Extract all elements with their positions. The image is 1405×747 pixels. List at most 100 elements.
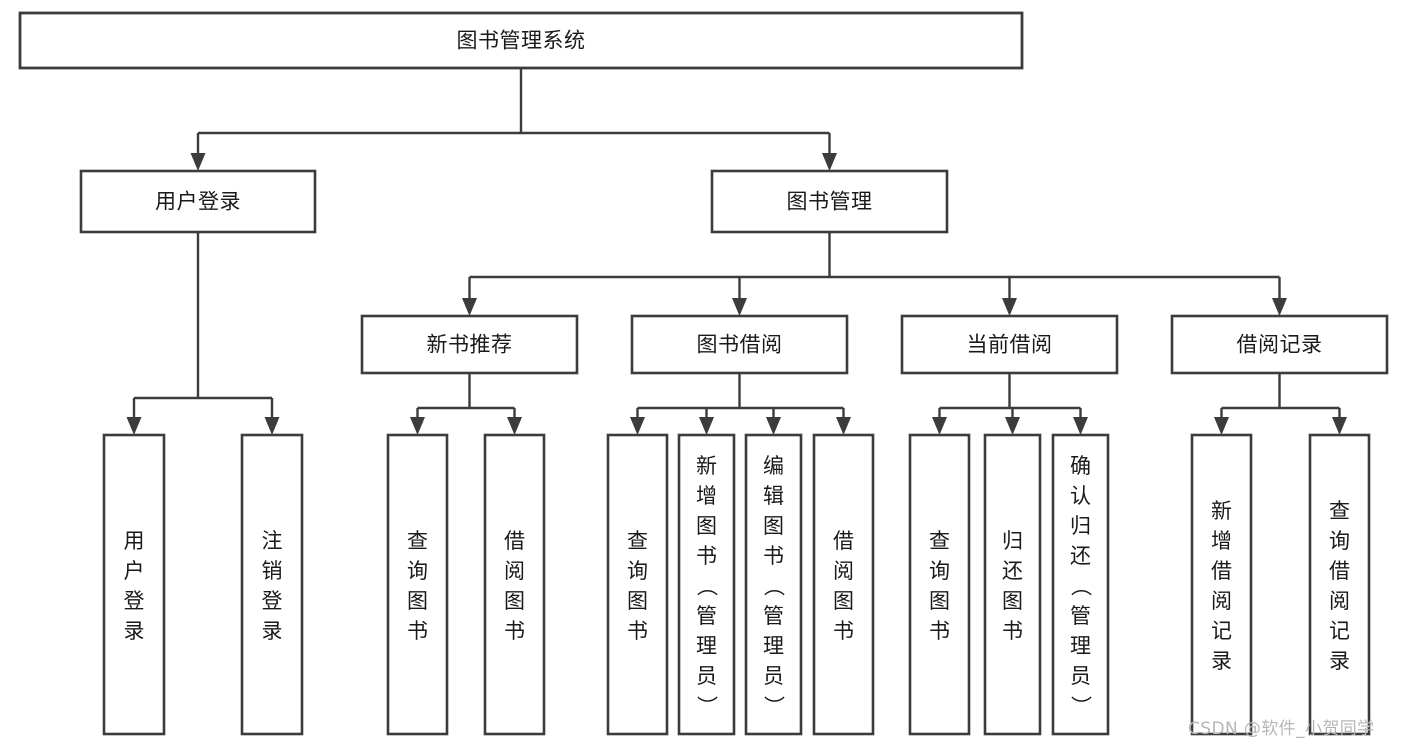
node-box-records[interactable] xyxy=(1170,314,1389,375)
svg-text:图: 图 xyxy=(1002,589,1023,613)
node-box-current[interactable] xyxy=(900,314,1119,375)
node-label-leaf-user-login: 用户登录 xyxy=(124,529,145,643)
node-label-borrow: 图书借阅 xyxy=(697,333,783,357)
node-label-newbook: 新书推荐 xyxy=(427,333,513,357)
node-box-newbook[interactable] xyxy=(360,314,579,375)
svg-text:书: 书 xyxy=(504,619,525,643)
svg-text:记: 记 xyxy=(1211,619,1232,643)
node-box-leaf-rec-query[interactable] xyxy=(1308,433,1371,736)
arrow-head-icon xyxy=(732,298,747,316)
svg-text:（: （ xyxy=(762,575,786,596)
svg-text:理: 理 xyxy=(696,634,717,658)
svg-text:认: 认 xyxy=(1070,484,1091,508)
node-box-leaf-cur-return[interactable] xyxy=(983,433,1042,736)
node-box-leaf-bw-add[interactable] xyxy=(677,433,736,736)
arrow-head-icon xyxy=(1272,298,1287,316)
svg-text:）: ） xyxy=(762,695,786,716)
svg-text:阅: 阅 xyxy=(833,559,854,583)
svg-text:户: 户 xyxy=(124,559,145,583)
svg-text:管: 管 xyxy=(1070,604,1091,628)
node-box-leaf-bw-lend[interactable] xyxy=(812,433,875,736)
arrow-head-icon xyxy=(822,153,837,171)
svg-text:员: 员 xyxy=(696,664,717,688)
arrow-head-icon xyxy=(190,153,206,171)
svg-text:阅: 阅 xyxy=(504,559,525,583)
svg-text:录: 录 xyxy=(1211,649,1232,673)
node-box-leaf-user-login[interactable] xyxy=(102,433,166,736)
arrow-head-icon xyxy=(1002,298,1017,316)
node-box-leaf-bw-query[interactable] xyxy=(606,433,669,736)
svg-text:管: 管 xyxy=(696,604,717,628)
svg-text:还: 还 xyxy=(1002,559,1023,583)
node-box-leaf-rec-add[interactable] xyxy=(1190,433,1253,736)
svg-text:阅: 阅 xyxy=(1329,589,1350,613)
svg-text:记: 记 xyxy=(1329,619,1350,643)
svg-text:阅: 阅 xyxy=(1211,589,1232,613)
node-root[interactable]: 图书管理系统 xyxy=(18,11,1024,70)
svg-text:书: 书 xyxy=(696,544,717,568)
node-box-borrow[interactable] xyxy=(630,314,849,375)
node-newbook[interactable]: 新书推荐 xyxy=(360,314,579,375)
svg-text:编: 编 xyxy=(763,454,784,478)
edge-group-records xyxy=(1214,373,1347,435)
node-label-records: 借阅记录 xyxy=(1237,333,1323,357)
node-box-leaf-bw-edit[interactable] xyxy=(744,433,803,736)
node-borrow[interactable]: 图书借阅 xyxy=(630,314,849,375)
node-records[interactable]: 借阅记录 xyxy=(1170,314,1389,375)
svg-text:书: 书 xyxy=(1002,619,1023,643)
node-box-leaf-cur-query[interactable] xyxy=(908,433,971,736)
node-leaf-user-login[interactable]: 用户登录 xyxy=(102,433,166,736)
node-box-leaf-cur-confirm[interactable] xyxy=(1051,433,1110,736)
svg-text:借: 借 xyxy=(1329,559,1350,583)
svg-text:录: 录 xyxy=(124,619,145,643)
node-box-bookmgmt[interactable] xyxy=(710,169,949,234)
svg-text:查: 查 xyxy=(627,529,648,553)
node-box-login[interactable] xyxy=(79,169,317,234)
node-bookmgmt[interactable]: 图书管理 xyxy=(710,169,949,234)
svg-text:登: 登 xyxy=(124,589,145,613)
arrow-head-icon xyxy=(699,417,714,435)
node-label-bookmgmt: 图书管理 xyxy=(787,190,873,214)
svg-text:询: 询 xyxy=(407,559,428,583)
svg-text:录: 录 xyxy=(1329,649,1350,673)
svg-text:用: 用 xyxy=(124,529,145,553)
svg-text:查: 查 xyxy=(1329,499,1350,523)
svg-text:新: 新 xyxy=(696,454,717,478)
arrow-head-icon xyxy=(126,417,142,435)
node-box-leaf-nb-borrow[interactable] xyxy=(483,433,546,736)
svg-text:图: 图 xyxy=(763,514,784,538)
arrow-head-icon xyxy=(264,417,280,435)
edge-group-current xyxy=(932,373,1088,435)
node-current[interactable]: 当前借阅 xyxy=(900,314,1119,375)
node-box-leaf-user-logout[interactable] xyxy=(240,433,304,736)
arrow-head-icon xyxy=(1005,417,1020,435)
svg-text:图: 图 xyxy=(696,514,717,538)
node-box-leaf-nb-query[interactable] xyxy=(386,433,449,736)
node-box-root[interactable] xyxy=(18,11,1024,70)
svg-text:图: 图 xyxy=(627,589,648,613)
svg-text:借: 借 xyxy=(504,529,525,553)
node-login[interactable]: 用户登录 xyxy=(79,169,317,234)
svg-text:（: （ xyxy=(1069,575,1093,596)
